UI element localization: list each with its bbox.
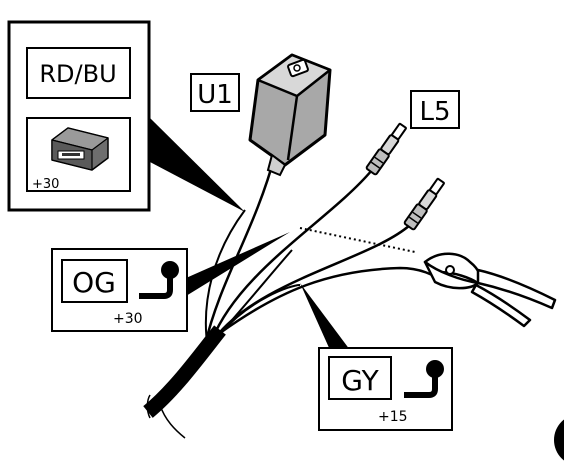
callout-og: OG +30 (51, 248, 188, 332)
corner-marker (554, 419, 564, 461)
callout-u1: U1 (190, 73, 240, 112)
label-u1: U1 (197, 80, 233, 110)
wire-l5-upper (210, 169, 373, 341)
callout-rd-bu: RD/BU +30 (7, 20, 151, 212)
label-rd-bu: RD/BU (39, 60, 116, 88)
wire-u1 (203, 154, 277, 346)
og-voltage: +30 (113, 311, 143, 327)
callout-gy: GY +15 (318, 347, 453, 431)
callout-l5: L5 (410, 90, 460, 129)
l5-connector-upper-icon (365, 122, 407, 176)
cut-line (299, 227, 416, 253)
label-l5: L5 (419, 97, 450, 127)
callout-pointer-og (186, 232, 290, 296)
usb-voltage: +30 (32, 177, 59, 192)
usb-socket-icon (51, 127, 109, 171)
l5-connector-lower-icon (403, 177, 445, 231)
cable-end-fray (146, 394, 186, 439)
label-og: OG (72, 266, 116, 299)
label-gy: GY (341, 364, 379, 397)
callout-pointer-rd-bu (150, 118, 245, 212)
cable-trunk (143, 325, 226, 418)
wire-gy (221, 284, 301, 333)
wire-right (219, 266, 443, 335)
og-terminal-icon (139, 261, 179, 299)
gy-voltage: +15 (378, 409, 408, 425)
side-cutter-pliers-icon (423, 252, 557, 328)
gy-terminal-icon (404, 360, 444, 398)
cable-bundle (143, 154, 443, 439)
u1-connector-icon (248, 53, 332, 177)
callout-pointer-gy (300, 283, 350, 350)
